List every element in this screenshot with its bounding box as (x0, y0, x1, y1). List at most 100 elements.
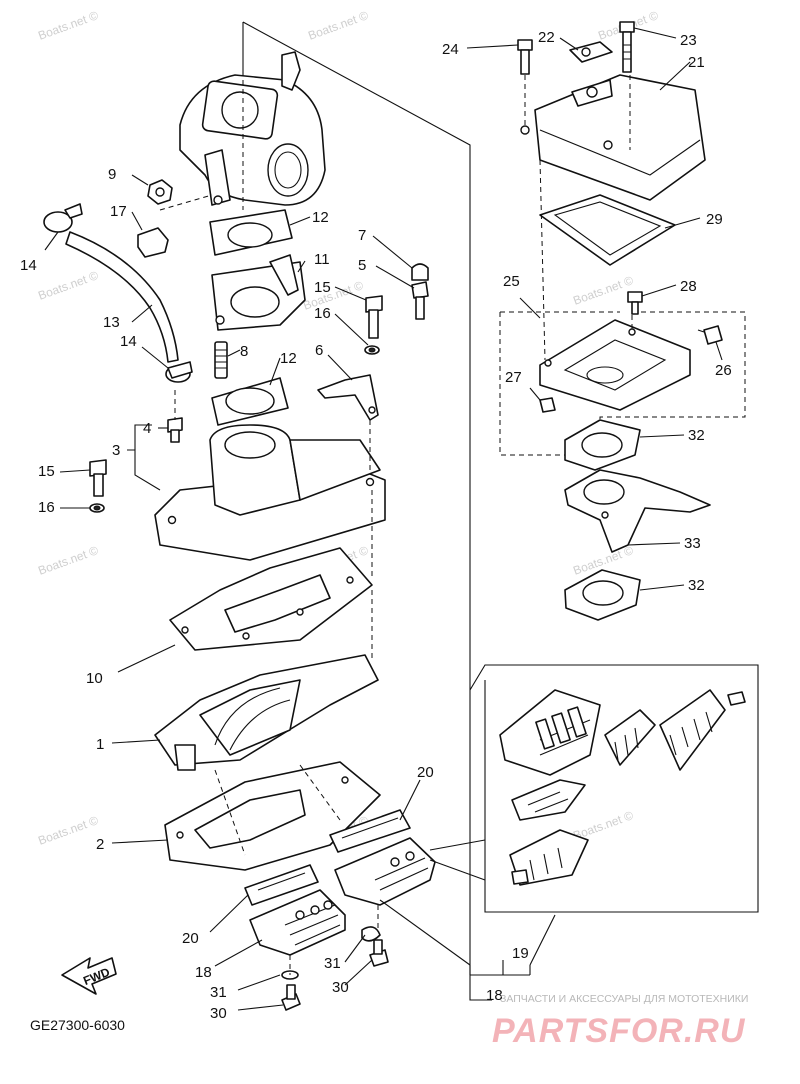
watermark: Boats.net © (36, 8, 100, 43)
reed-valve-18-right (334, 837, 436, 906)
callout-17: 17 (110, 203, 127, 220)
cover-21 (520, 74, 706, 201)
callout-6: 6 (315, 342, 323, 359)
callout-10: 10 (86, 670, 103, 687)
callout-13: 13 (103, 314, 120, 331)
callout-2: 2 (96, 836, 104, 853)
callout-15-right: 15 (314, 279, 331, 296)
callout-28: 28 (680, 278, 697, 295)
callout-5: 5 (358, 257, 366, 274)
watermark: Boats.net © (36, 268, 100, 303)
panel-25-box (499, 311, 746, 456)
gasket-12-upper (209, 209, 293, 256)
watermark: Boats.net © (36, 813, 100, 848)
callout-numbers: 9 17 14 13 14 12 11 8 12 7 5 15 16 6 4 3… (20, 29, 732, 1022)
screw-28 (627, 291, 643, 315)
reed-valve-18-left (249, 889, 346, 956)
callout-8: 8 (240, 343, 248, 360)
callout-15-left: 15 (38, 463, 55, 480)
callout-3: 3 (112, 442, 120, 459)
clip-17 (137, 227, 169, 258)
callout-18-right: 18 (486, 987, 503, 1004)
washer-16-right (364, 345, 380, 355)
gasket-10 (169, 547, 373, 651)
plate-11 (211, 254, 306, 331)
gasket-29 (539, 194, 676, 266)
screw-30-right (369, 939, 389, 967)
callout-33: 33 (684, 535, 701, 552)
callout-7: 7 (358, 227, 366, 244)
reed-gasket-20-right (329, 809, 411, 853)
callout-21: 21 (688, 54, 705, 71)
bolt-15-left (89, 459, 107, 497)
cap-7 (411, 263, 429, 281)
callout-16-left: 16 (38, 499, 55, 516)
callout-30-left: 30 (210, 1005, 227, 1022)
callout-23: 23 (680, 32, 697, 49)
gasket-32-upper (564, 419, 641, 471)
callout-11: 11 (314, 251, 330, 268)
callout-26: 26 (715, 362, 732, 379)
fwd-arrow-icon: FWD (61, 957, 117, 995)
fitting-5 (411, 281, 429, 320)
callout-16-right: 16 (314, 305, 331, 322)
callout-31-left: 31 (210, 984, 227, 1001)
callout-19: 19 (512, 945, 529, 962)
frame-lines (242, 21, 759, 1001)
reed-assembly-inset (499, 689, 746, 886)
callout-27: 27 (505, 369, 522, 386)
nut-9 (147, 179, 173, 205)
bolt-23 (619, 21, 635, 73)
gasket-12-lower (211, 377, 289, 426)
watermark: Boats.net © (306, 8, 370, 43)
bracket-33 (564, 469, 711, 553)
brand-tagline: ЗАПЧАСТИ И АКСЕССУАРЫ ДЛЯ МОТОТЕХНИКИ (500, 993, 748, 1005)
stud-8 (214, 341, 228, 379)
bolt-15-right (365, 295, 383, 339)
leader-lines (44, 27, 723, 1011)
callout-20-right: 20 (417, 764, 434, 781)
brand-watermark: ЗАПЧАСТИ И АКСЕССУАРЫ ДЛЯ МОТОТЕХНИКИ PA… (492, 993, 748, 1050)
callout-9: 9 (108, 166, 116, 183)
hose-13 (65, 231, 179, 363)
gasket-2 (164, 761, 381, 871)
reed-housing-1 (154, 654, 379, 771)
callout-1: 1 (96, 736, 104, 753)
washer-16-left (89, 503, 105, 513)
manifold-3 (154, 424, 386, 561)
callout-32-upper: 32 (688, 427, 705, 444)
throttle-body (179, 51, 326, 206)
diagram-code: GE27300-6030 (30, 1017, 125, 1033)
bolt-4 (167, 417, 183, 443)
callout-14-lower: 14 (120, 333, 137, 350)
fitting-26 (697, 325, 723, 345)
callout-14-upper: 14 (20, 257, 37, 274)
callout-4: 4 (143, 420, 151, 437)
watermark: Boats.net © (571, 273, 635, 308)
callout-24: 24 (442, 41, 459, 58)
callout-12-upper: 12 (312, 209, 329, 226)
callout-30-right: 30 (332, 979, 349, 996)
callout-31-right: 31 (324, 955, 341, 972)
plate-22 (569, 41, 613, 63)
callout-29: 29 (706, 211, 723, 228)
washer-31-right (361, 926, 381, 942)
bracket-6 (317, 374, 379, 421)
clamp-14-upper (43, 203, 83, 233)
callout-12-lower: 12 (280, 350, 297, 367)
screw-30-left (281, 984, 301, 1011)
callout-18-left: 18 (195, 964, 212, 981)
clamp-14-lower (165, 361, 193, 383)
plate-25 (539, 319, 691, 411)
screw-27 (539, 397, 556, 413)
reed-gasket-20-left (244, 864, 319, 906)
callout-20-left: 20 (182, 930, 199, 947)
brand-logo: PARTSFOR.RU (492, 1012, 746, 1050)
callout-32-lower: 32 (688, 577, 705, 594)
gasket-32-lower (564, 569, 641, 621)
callout-25: 25 (503, 273, 520, 290)
bolt-24 (517, 39, 533, 75)
callout-22: 22 (538, 29, 555, 46)
watermark: Boats.net © (36, 543, 100, 578)
